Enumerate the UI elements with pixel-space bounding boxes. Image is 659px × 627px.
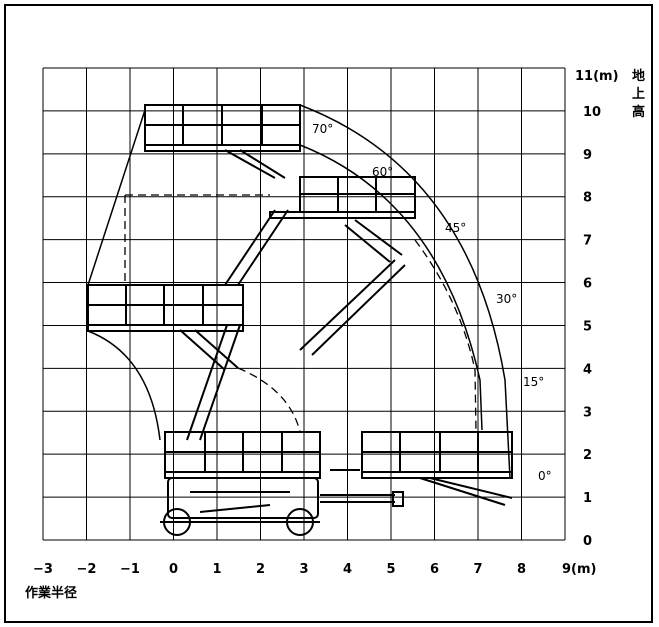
x-tick-label: −3 <box>33 562 53 577</box>
x-axis-unit: 9(m) <box>562 562 596 577</box>
dashed-guides <box>124 194 477 433</box>
platform-mid-right <box>269 176 416 219</box>
y-tick-label: 0 <box>583 534 592 549</box>
x-tick-label: 3 <box>299 562 308 577</box>
angle-15-label: 15° <box>523 375 544 389</box>
angle-30-label: 30° <box>496 292 517 306</box>
x-tick-label: 0 <box>169 562 178 577</box>
y-axis-title-1: 地 <box>632 68 645 84</box>
y-tick-label: 7 <box>583 234 592 249</box>
grid <box>42 67 566 541</box>
platform-extended <box>361 431 513 479</box>
y-axis-ticks: 0 1 2 3 4 5 6 7 8 9 10 <box>583 105 601 549</box>
y-tick-label: 8 <box>583 191 592 206</box>
y-tick-label: 1 <box>583 491 592 506</box>
x-tick-label: −2 <box>77 562 97 577</box>
y-tick-label: 4 <box>583 362 592 377</box>
working-envelope <box>87 104 511 479</box>
y-axis-title-3: 高 <box>632 104 645 120</box>
angle-45-label: 45° <box>445 221 466 235</box>
y-tick-label: 10 <box>583 105 601 120</box>
x-tick-label: 8 <box>517 562 526 577</box>
x-axis-title: 作業半径 <box>25 585 77 601</box>
angle-60-label: 60° <box>372 165 393 179</box>
diagram-frame <box>4 4 653 623</box>
boom-arms <box>179 149 513 507</box>
y-tick-label: 2 <box>583 448 592 463</box>
platform-left <box>87 284 244 332</box>
angle-0-label: 0° <box>538 469 552 483</box>
wheel-rear-icon <box>286 508 314 536</box>
angle-70-label: 70° <box>312 122 333 136</box>
x-tick-label: 4 <box>343 562 352 577</box>
wheel-front-icon <box>163 508 191 536</box>
angle-labels: 70° 60° 45° 30° 15° 0° <box>312 122 552 483</box>
x-tick-label: 2 <box>256 562 265 577</box>
y-tick-label: 5 <box>583 319 592 334</box>
x-axis-ticks: −3 −2 −1 0 1 2 3 4 5 6 7 8 <box>33 562 526 577</box>
vehicle-chassis <box>160 477 320 523</box>
x-tick-label: 6 <box>430 562 439 577</box>
platform-top-left <box>144 104 301 152</box>
y-tick-label: 9 <box>583 148 592 163</box>
platform-lowered <box>164 431 321 479</box>
y-axis-title-2: 上 <box>632 87 645 102</box>
y-tick-label: 3 <box>583 405 592 420</box>
x-tick-label: −1 <box>120 562 140 577</box>
x-tick-label: 7 <box>473 562 482 577</box>
y-axis-unit: 11(m) <box>575 69 619 84</box>
x-tick-label: 5 <box>386 562 395 577</box>
y-tick-label: 6 <box>583 277 592 292</box>
x-tick-label: 1 <box>212 562 221 577</box>
